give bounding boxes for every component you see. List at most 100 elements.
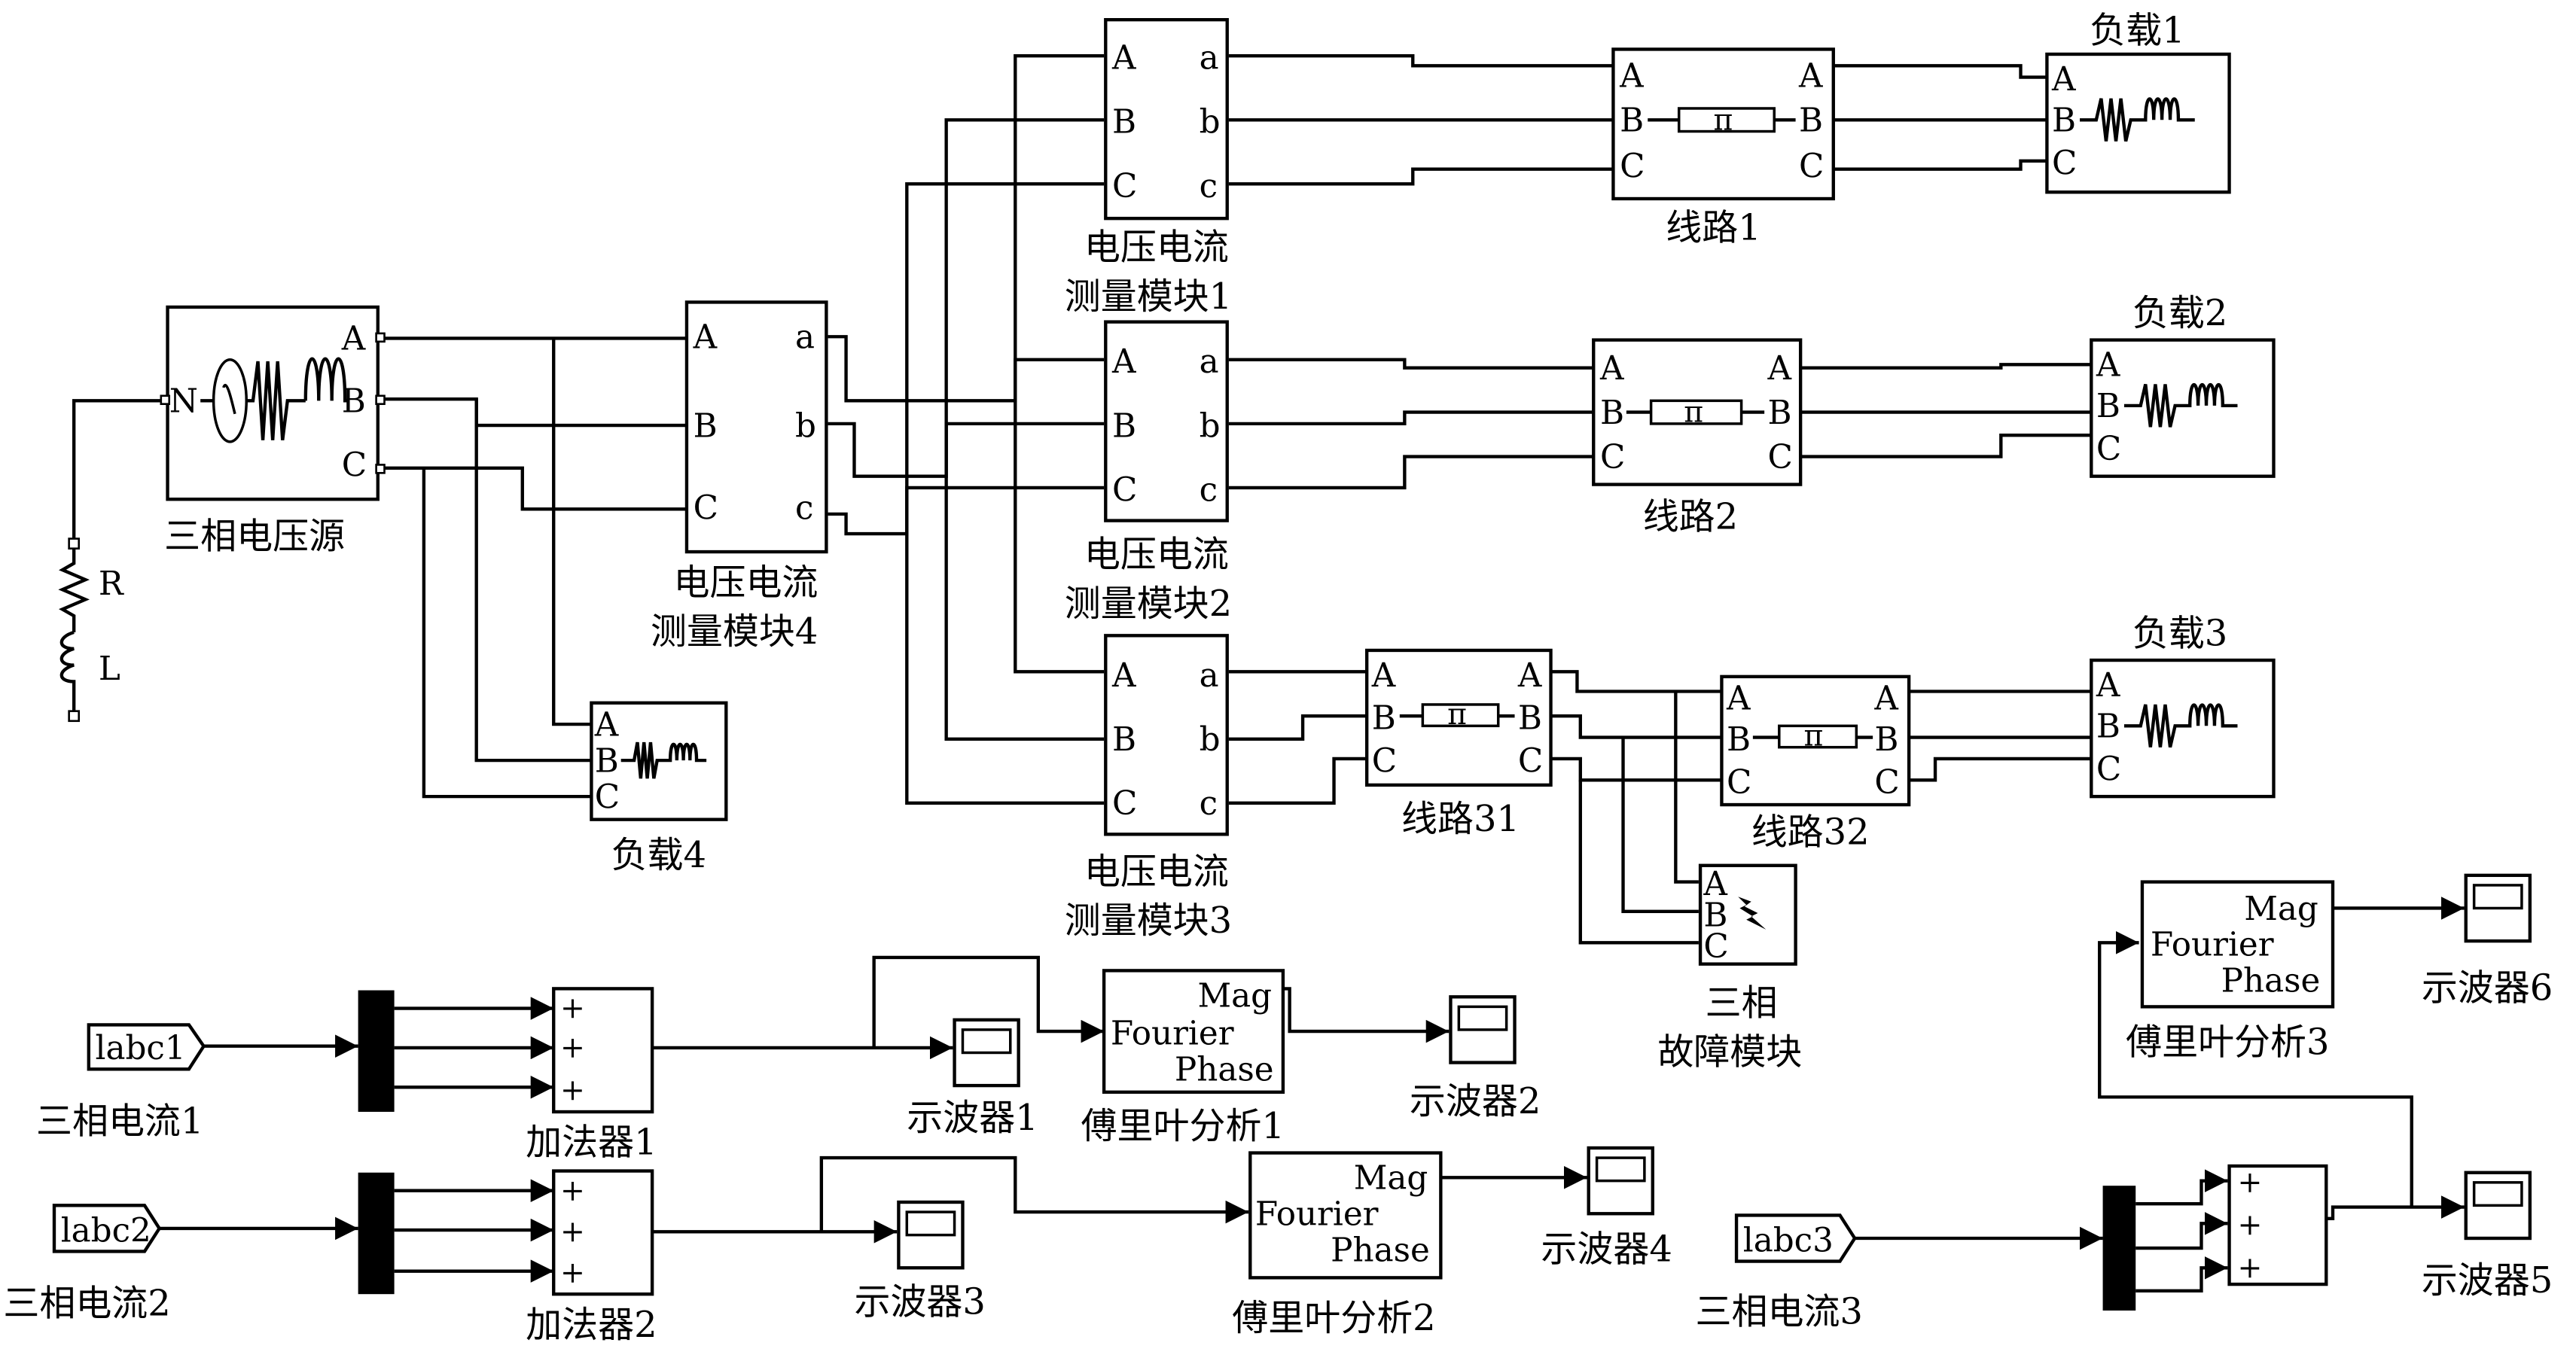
fault-block[interactable]: A B C 三相 故障模块 xyxy=(1657,863,1802,1073)
scope-screen-icon xyxy=(905,1210,956,1237)
adder3-sign-1: + xyxy=(2237,1166,2262,1200)
adder2-caption: 加法器2 xyxy=(526,1304,657,1346)
r-label: R xyxy=(99,565,124,603)
meter-3[interactable]: A B C a b c 电压电流 测量模块3 xyxy=(1065,634,1232,942)
wire-m4-c xyxy=(828,182,1105,536)
line-2[interactable]: A B C A B C π 线路2 xyxy=(1592,338,1803,538)
meter3-in-b: B xyxy=(1112,721,1136,759)
fault-c: C xyxy=(1703,928,1728,966)
adder-3[interactable]: + + + xyxy=(2227,1164,2328,1286)
goto-2-caption: 三相电流2 xyxy=(3,1283,170,1325)
fourier-1[interactable]: Mag Fourier Phase 傅里叶分析1 xyxy=(1081,969,1285,1147)
source-port-c[interactable] xyxy=(375,464,386,474)
goto-tag-3[interactable] xyxy=(1734,1213,1857,1263)
source-port-b[interactable] xyxy=(375,394,386,406)
three-phase-source[interactable]: N A B C 三相电压源 xyxy=(160,305,386,558)
line1-in-b: B xyxy=(1620,102,1644,140)
meter2-in-a: A xyxy=(1111,343,1136,381)
rl-load-icon xyxy=(620,741,707,779)
meter-1[interactable]: A B C a b c 电压电流 测量模块1 xyxy=(1065,17,1232,318)
line32-in-c: C xyxy=(1727,764,1751,802)
adder2-sign-1: + xyxy=(560,1174,585,1208)
goto-tag-2[interactable] xyxy=(52,1204,162,1253)
meter4-out-b: b xyxy=(795,407,816,445)
wire-m2-c xyxy=(1228,455,1594,490)
scope-5[interactable]: 示波器5 xyxy=(2422,1171,2553,1302)
adder-2[interactable]: + + + 加法器2 xyxy=(526,1169,657,1346)
meter1-out-a: a xyxy=(1200,40,1219,78)
load2-c: C xyxy=(2096,431,2121,468)
scope-screen-icon xyxy=(1457,1005,1508,1031)
scope-3[interactable]: 示波器3 xyxy=(854,1200,986,1323)
line2-pi-symbol: π xyxy=(1684,396,1703,430)
rl-load-icon xyxy=(2123,382,2238,428)
wire-m4-b-m2 xyxy=(944,422,1105,476)
meter-2[interactable]: A B C a b c 电压电流 测量模块2 xyxy=(1065,320,1232,626)
wire-m4-b xyxy=(828,118,1105,478)
line31-caption: 线路31 xyxy=(1401,798,1520,840)
wire-m2-a xyxy=(1228,358,1594,370)
wire-l2-a xyxy=(1800,363,2092,370)
load1-b: B xyxy=(2052,102,2076,140)
goto-tag-1[interactable] xyxy=(87,1023,206,1071)
scope-6[interactable]: 示波器6 xyxy=(2422,873,2553,1009)
adder1-caption: 加法器1 xyxy=(526,1122,657,1164)
meter-4[interactable]: A B C a b c 电压电流 测量模块4 xyxy=(651,300,828,653)
power-wires xyxy=(72,53,2092,945)
load1-caption: 负载1 xyxy=(2090,10,2185,52)
goto-tag-2-text: labc2 xyxy=(61,1212,151,1250)
wire-load4-c xyxy=(422,467,592,799)
wire-m3-b xyxy=(1228,714,1367,741)
fault-a: A xyxy=(1703,866,1727,903)
wire-m4-a-m2 xyxy=(1014,358,1105,401)
lightning-icon xyxy=(1738,897,1767,930)
goto-tag-1-text: labc1 xyxy=(96,1030,186,1067)
load1-a: A xyxy=(2051,61,2076,99)
line-1[interactable]: A B C A B C π 线路1 xyxy=(1611,47,1835,249)
scope3-caption: 示波器3 xyxy=(854,1280,985,1323)
load4-b: B xyxy=(595,742,619,780)
source-c-label: C xyxy=(342,447,367,485)
ac-source-icon xyxy=(200,357,349,443)
meter1-caption-2: 测量模块1 xyxy=(1065,276,1232,318)
load-4[interactable]: A B C 负载4 xyxy=(590,701,728,876)
line-32[interactable]: A B C A B C π 线路32 xyxy=(1720,674,1911,854)
meter3-out-b: b xyxy=(1200,721,1221,759)
scope-1[interactable]: 示波器1 xyxy=(907,1018,1038,1139)
demux-3[interactable] xyxy=(2102,1186,2136,1311)
demux-2[interactable] xyxy=(358,1172,395,1295)
scope-4[interactable]: 示波器4 xyxy=(1541,1146,1672,1271)
meter1-caption-1: 电压电流 xyxy=(1084,227,1229,269)
line-31[interactable]: A B C A B C π 线路31 xyxy=(1364,648,1553,840)
load3-caption: 负载3 xyxy=(2132,612,2228,654)
fourier-3[interactable]: Mag Fourier Phase 傅里叶分析3 xyxy=(2126,880,2335,1064)
source-port-n[interactable] xyxy=(160,394,171,406)
source-port-a[interactable] xyxy=(375,332,386,343)
adder1-sign-3: + xyxy=(560,1074,585,1108)
meter2-out-c: c xyxy=(1200,471,1218,509)
load-1[interactable]: A B C 负载1 xyxy=(2045,10,2231,194)
scope-2[interactable]: 示波器2 xyxy=(1410,995,1541,1122)
wire-m1-a xyxy=(1228,53,1614,68)
demux-1[interactable] xyxy=(358,990,395,1113)
meter2-out-b: b xyxy=(1200,407,1221,445)
meter2-caption-1: 电压电流 xyxy=(1084,534,1229,576)
scope-screen-icon xyxy=(2472,1181,2523,1207)
adder-1[interactable]: + + + 加法器1 xyxy=(526,987,657,1164)
fourier1-phase: Phase xyxy=(1175,1052,1274,1089)
meter1-out-c: c xyxy=(1200,168,1218,206)
line2-caption: 线路2 xyxy=(1643,496,1739,538)
load-2[interactable]: A B C 负载2 xyxy=(2090,292,2276,478)
line2-out-c: C xyxy=(1768,439,1793,476)
fourier-2[interactable]: Mag Fourier Phase 傅里叶分析2 xyxy=(1232,1151,1443,1340)
meter1-out-b: b xyxy=(1200,104,1221,142)
load-3[interactable]: A B C 负载3 xyxy=(2090,612,2276,799)
meter4-in-c: C xyxy=(694,489,718,527)
wire-fault-c xyxy=(1578,780,1699,945)
scope2-caption: 示波器2 xyxy=(1410,1080,1541,1122)
rl-load-icon xyxy=(2080,97,2195,142)
fourier1-mag: Mag xyxy=(1197,977,1272,1015)
line2-out-b: B xyxy=(1768,394,1792,432)
line32-out-b: B xyxy=(1874,721,1898,759)
line1-pi-symbol: π xyxy=(1714,103,1733,137)
